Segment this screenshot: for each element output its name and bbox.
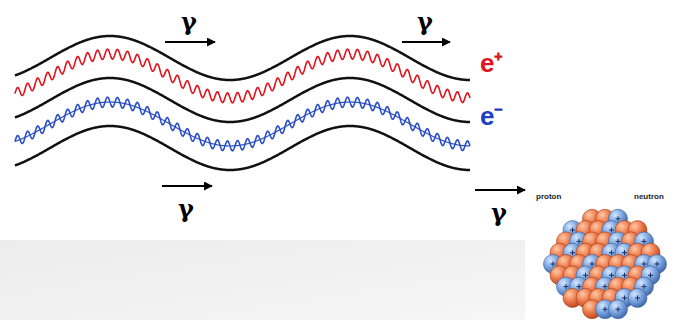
- photon-symbol: γ: [181, 10, 197, 34]
- charge-mark: [605, 284, 606, 289]
- photon-symbol: γ: [417, 10, 433, 34]
- nucleus: [544, 209, 667, 318]
- photon-arrow: [402, 41, 450, 43]
- particle-label: e⁺: [480, 50, 503, 76]
- charge-mark: [624, 250, 625, 255]
- charge-mark: [644, 262, 645, 267]
- charge-mark: [611, 228, 612, 233]
- charge-mark: [650, 273, 651, 278]
- charge-mark: [572, 228, 573, 233]
- particle-label: e⁻: [480, 103, 503, 129]
- charge-mark: [592, 262, 593, 267]
- proton-ball: [609, 300, 628, 319]
- charge-mark: [566, 284, 567, 289]
- charge-mark: [624, 295, 625, 300]
- charge-mark: [618, 307, 619, 312]
- photon-arrow: [475, 189, 525, 191]
- charge-mark: [637, 295, 638, 300]
- part-label: neutron: [634, 193, 664, 201]
- charge-mark: [618, 239, 619, 244]
- charge-mark: [605, 307, 606, 312]
- photon-symbol: γ: [491, 201, 507, 225]
- wave-boundary: [15, 36, 470, 80]
- wave-boundary: [15, 126, 470, 170]
- positron-wave: [15, 49, 470, 103]
- photon-symbol: γ: [178, 197, 194, 221]
- photon-arrows: [162, 42, 525, 190]
- photon-arrow: [162, 185, 212, 187]
- part-label: proton: [536, 193, 561, 201]
- charge-mark: [657, 262, 658, 267]
- charge-mark: [611, 250, 612, 255]
- charge-mark: [579, 284, 580, 289]
- charge-mark: [572, 250, 573, 255]
- charge-mark: [624, 273, 625, 278]
- wave-group: [15, 36, 470, 170]
- charge-mark: [579, 239, 580, 244]
- electron-wave: [15, 97, 470, 151]
- charge-mark: [618, 216, 619, 221]
- charge-mark: [644, 284, 645, 289]
- background-band: [0, 240, 525, 320]
- wave-boundary: [15, 78, 470, 122]
- charge-mark: [644, 239, 645, 244]
- photon-arrow: [165, 41, 215, 43]
- proton-ball: [628, 288, 647, 307]
- charge-mark: [611, 273, 612, 278]
- charge-mark: [585, 273, 586, 278]
- charge-mark: [553, 262, 554, 267]
